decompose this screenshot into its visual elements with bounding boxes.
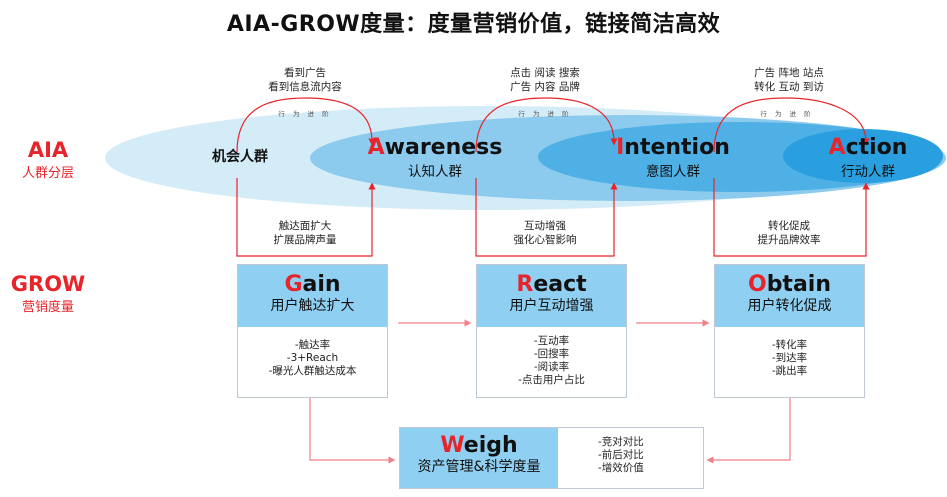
react-metrics: -互动率 -回搜率 -阅读率 -点击用户占比: [477, 327, 626, 387]
top-note-3-stage: 行 为 进 阶: [760, 110, 814, 118]
aia-layer-title: AIA: [27, 138, 69, 162]
action-cap: A: [828, 135, 846, 160]
react-metric: -阅读率: [533, 361, 570, 373]
top-arc-1: [236, 97, 376, 153]
arrow-obtain-weigh: [706, 398, 791, 464]
gain-cn: 用户触达扩大: [270, 298, 355, 314]
top-note-3-line1: 广告 阵地 站点: [754, 67, 824, 79]
react-header: React 用户互动增强: [477, 265, 626, 327]
grow-layer-label: GROW 营销度量: [8, 272, 88, 315]
grow-layer-subtitle: 营销度量: [21, 300, 74, 315]
gain-cap: G: [284, 272, 303, 297]
obtain-metric: -到达率: [771, 352, 808, 364]
weigh-metric: -前后对比: [598, 449, 644, 461]
top-arc-3: [713, 97, 870, 153]
react-metric: -互动率: [533, 335, 570, 347]
react-rest: eact: [533, 272, 587, 297]
top-note-3-line2: 转化 互动 到访: [754, 81, 824, 93]
top-note-2-stage: 行 为 进 阶: [518, 110, 572, 118]
obtain-metric: -跳出率: [771, 365, 808, 377]
mid-note-2: 互动增强 强化心智影响: [479, 219, 611, 247]
react-metric: -回搜率: [533, 348, 570, 360]
stage-action: Action 行动人群: [808, 135, 928, 181]
weigh-cap: W: [440, 433, 464, 458]
top-note-2-line1: 点击 阅读 搜索: [510, 67, 580, 79]
action-cn: 行动人群: [841, 164, 895, 180]
weigh-metric: -竞对对比: [598, 436, 644, 448]
intention-cn: 意图人群: [646, 164, 700, 180]
mid-note-1-line1: 触达面扩大: [278, 220, 332, 232]
mid-note-1-line2: 扩展品牌声量: [273, 234, 337, 246]
obtain-metrics: -转化率 -到达率 -跳出率: [715, 327, 864, 378]
weigh-rest: eigh: [463, 433, 518, 458]
awareness-cn: 认知人群: [408, 164, 462, 180]
top-note-2: 点击 阅读 搜索 广告 内容 品牌: [478, 66, 612, 94]
gain-rest: ain: [302, 272, 341, 297]
top-note-3: 广告 阵地 站点 转化 互动 到访: [722, 66, 856, 94]
grow-layer-title: GROW: [10, 272, 86, 296]
top-note-1-line1: 看到广告: [284, 67, 326, 79]
aia-layer-label: AIA 人群分层: [8, 138, 88, 181]
intention-rest: ntention: [624, 135, 730, 160]
weigh-metric: -增效价值: [598, 462, 644, 474]
react-cap: R: [516, 272, 534, 297]
bracket-1: [236, 178, 376, 257]
gain-metric: -触达率: [294, 339, 331, 351]
mid-note-1: 触达面扩大 扩展品牌声量: [240, 219, 370, 247]
bracket-3: [713, 178, 870, 257]
gain-metric: -曝光人群触达成本: [268, 365, 357, 377]
react-metric: -点击用户占比: [518, 374, 585, 386]
mid-note-2-line1: 互动增强: [524, 220, 566, 232]
obtain-rest: btain: [766, 272, 832, 297]
weigh-cn: 资产管理&科学度量: [417, 459, 541, 475]
gain-metrics: -触达率 -3+Reach -曝光人群触达成本: [238, 327, 387, 378]
aia-layer-subtitle: 人群分层: [21, 166, 74, 181]
stage-awareness: Awareness 认知人群: [355, 135, 515, 181]
weigh-header: Weigh 资产管理&科学度量: [400, 428, 558, 488]
grow-box-gain: Gain 用户触达扩大 -触达率 -3+Reach -曝光人群触达成本: [237, 264, 388, 398]
gain-metric: -3+Reach: [286, 352, 339, 364]
bracket-2: [475, 178, 618, 257]
stage-intention: Intention 意图人群: [598, 135, 748, 181]
arrow-gain-weigh: [309, 398, 396, 464]
obtain-metric: -转化率: [771, 339, 808, 351]
grow-box-react: React 用户互动增强 -互动率 -回搜率 -阅读率 -点击用户占比: [476, 264, 627, 398]
grow-box-obtain: Obtain 用户转化促成 -转化率 -到达率 -跳出率: [714, 264, 865, 398]
gain-header: Gain 用户触达扩大: [238, 265, 387, 327]
stage-opportunity: 机会人群: [212, 149, 268, 165]
page-title: AIA-GROW度量：度量营销价值，链接简洁高效: [226, 12, 721, 37]
top-note-1-line2: 看到信息流内容: [268, 81, 342, 93]
obtain-header: Obtain 用户转化促成: [715, 265, 864, 327]
intention-cap: I: [616, 135, 625, 160]
obtain-cap: O: [747, 272, 767, 297]
mid-note-2-line2: 强化心智影响: [513, 234, 577, 246]
top-note-2-line2: 广告 内容 品牌: [510, 81, 580, 93]
ellipse-action: [783, 129, 943, 183]
obtain-cn: 用户转化促成: [747, 298, 832, 314]
mid-note-3-line1: 转化促成: [768, 220, 810, 232]
react-cn: 用户互动增强: [509, 298, 594, 314]
weigh-metrics: -竞对对比 -前后对比 -增效价值: [558, 428, 644, 488]
top-note-1: 看到广告 看到信息流内容: [240, 66, 370, 94]
mid-note-3: 转化促成 提升品牌效率: [722, 219, 856, 247]
action-rest: ction: [845, 135, 908, 160]
weigh-box: Weigh 资产管理&科学度量 -竞对对比 -前后对比 -增效价值: [399, 427, 704, 489]
mid-note-3-line2: 提升品牌效率: [757, 234, 821, 246]
top-note-1-stage: 行 为 进 阶: [278, 110, 332, 118]
awareness-rest: wareness: [384, 135, 503, 160]
awareness-cap: A: [367, 135, 385, 160]
top-arc-2: [475, 97, 618, 153]
